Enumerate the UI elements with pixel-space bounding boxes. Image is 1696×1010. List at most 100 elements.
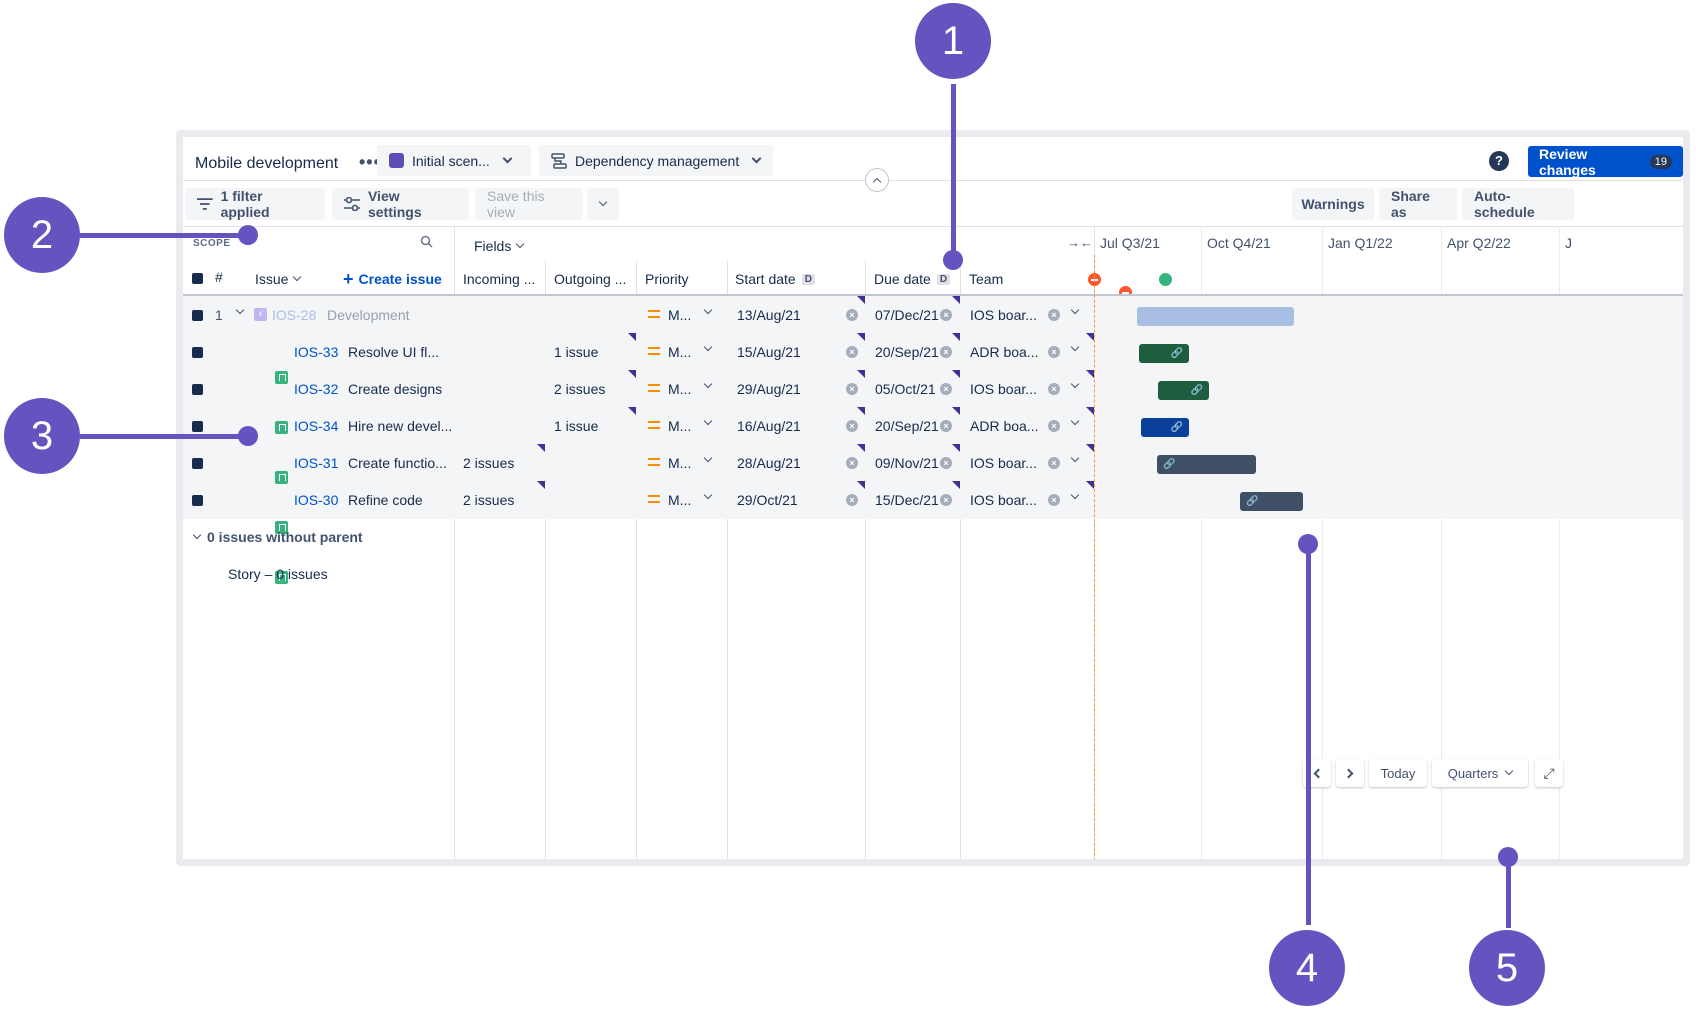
help-icon[interactable]: ? [1489, 151, 1509, 171]
collapse-columns-icon[interactable]: →← [1067, 235, 1093, 250]
priority-value[interactable]: M... [668, 381, 692, 397]
callout-4: 4 [1269, 930, 1345, 1006]
share-button[interactable]: Share as [1379, 188, 1457, 220]
start-date-header[interactable]: Start date D [735, 271, 815, 287]
start-date-value[interactable]: 29/Aug/21 [737, 381, 801, 397]
review-changes-button[interactable]: Review changes 19 [1528, 146, 1683, 178]
change-flag-icon [857, 407, 865, 415]
fields-button[interactable]: Fields [474, 238, 525, 254]
filter-button[interactable]: 1 filter applied [185, 188, 325, 220]
select-all-checkbox[interactable] [192, 273, 203, 284]
team-value[interactable]: IOS boar... [970, 492, 1037, 508]
issue-key-link[interactable]: IOS-34 [294, 418, 339, 434]
view-settings-button[interactable]: View settings [332, 188, 469, 220]
col-divider [636, 261, 637, 859]
release-marker-icon[interactable] [1159, 273, 1172, 286]
incoming-header[interactable]: Incoming ... [463, 271, 536, 287]
priority-value[interactable]: M... [668, 455, 692, 471]
start-date-value[interactable]: 13/Aug/21 [737, 307, 801, 323]
row-checkbox[interactable] [192, 458, 203, 469]
timeline-bar-parent[interactable] [1137, 307, 1294, 326]
row-checkbox[interactable] [192, 421, 203, 432]
next-button[interactable] [1336, 759, 1364, 787]
priority-value[interactable]: M... [668, 418, 692, 434]
outgoing-deps[interactable]: 1 issue [554, 344, 599, 360]
priority-value[interactable]: M... [668, 307, 692, 323]
issue-key-link[interactable]: IOS-30 [294, 492, 339, 508]
clear-icon[interactable]: × [846, 494, 858, 506]
team-value[interactable]: IOS boar... [970, 381, 1037, 397]
clear-icon[interactable]: × [846, 457, 858, 469]
issue-key-link[interactable]: IOS-28 [272, 307, 317, 323]
incoming-deps[interactable]: 2 issues [463, 492, 515, 508]
row-checkbox[interactable] [192, 384, 203, 395]
due-date-value[interactable]: 20/Sep/21 [875, 418, 939, 434]
auto-schedule-button[interactable]: Auto-schedule [1462, 188, 1574, 220]
today-button[interactable]: Today [1369, 759, 1427, 787]
team-value[interactable]: IOS boar... [970, 307, 1037, 323]
no-parent-group[interactable]: 0 issues without parent [192, 529, 363, 545]
priority-value[interactable]: M... [668, 344, 692, 360]
row-checkbox[interactable] [192, 495, 203, 506]
incoming-deps[interactable]: 2 issues [463, 455, 515, 471]
clear-icon[interactable]: × [1048, 309, 1060, 321]
due-date-value[interactable]: 09/Nov/21 [875, 455, 939, 471]
team-value[interactable]: IOS boar... [970, 455, 1037, 471]
due-date-value[interactable]: 15/Dec/21 [875, 492, 939, 508]
due-date-header[interactable]: Due date D [874, 271, 951, 287]
clear-icon[interactable]: × [1048, 383, 1060, 395]
start-date-value[interactable]: 28/Aug/21 [737, 455, 801, 471]
priority-value[interactable]: M... [668, 492, 692, 508]
scenario-select[interactable]: Initial scen... [377, 145, 531, 176]
clear-icon[interactable]: × [940, 383, 952, 395]
clear-icon[interactable]: × [940, 457, 952, 469]
zoom-select[interactable]: Quarters [1432, 759, 1528, 787]
clear-icon[interactable]: × [846, 346, 858, 358]
view-mode-select[interactable]: Dependency management [539, 145, 773, 176]
outgoing-deps[interactable]: 2 issues [554, 381, 606, 397]
clear-icon[interactable]: × [846, 383, 858, 395]
timeline-bar[interactable]: 🔗 [1240, 492, 1303, 511]
header-divider [183, 180, 1683, 181]
team-header[interactable]: Team [969, 271, 1004, 287]
collapse-header-button[interactable] [865, 168, 889, 192]
row-checkbox[interactable] [192, 347, 203, 358]
clear-icon[interactable]: × [846, 420, 858, 432]
clear-icon[interactable]: × [1048, 457, 1060, 469]
issue-key-link[interactable]: IOS-32 [294, 381, 339, 397]
fullscreen-icon[interactable]: ⤢ [1535, 759, 1563, 787]
clear-icon[interactable]: × [940, 494, 952, 506]
team-value[interactable]: ADR boa... [970, 418, 1039, 434]
start-date-value[interactable]: 29/Oct/21 [737, 492, 798, 508]
search-icon[interactable] [420, 235, 433, 248]
clear-icon[interactable]: × [846, 309, 858, 321]
issue-key-link[interactable]: IOS-33 [294, 344, 339, 360]
outgoing-deps[interactable]: 1 issue [554, 418, 599, 434]
save-view-button[interactable]: Save this view [475, 188, 583, 220]
timeline-bar[interactable]: 🔗 [1139, 344, 1189, 363]
issue-header[interactable]: Issue [255, 271, 302, 287]
issue-key-link[interactable]: IOS-31 [294, 455, 339, 471]
row-checkbox[interactable] [192, 310, 203, 321]
warnings-button[interactable]: Warnings [1292, 188, 1374, 220]
due-date-value[interactable]: 05/Oct/21 [875, 381, 936, 397]
due-date-value[interactable]: 20/Sep/21 [875, 344, 939, 360]
timeline-bar[interactable]: 🔗 [1158, 381, 1209, 400]
clear-icon[interactable]: × [1048, 420, 1060, 432]
priority-header[interactable]: Priority [645, 271, 689, 287]
timeline-bar[interactable]: 🔗 [1157, 455, 1256, 474]
start-date-value[interactable]: 15/Aug/21 [737, 344, 801, 360]
timeline-bar[interactable]: 🔗 [1141, 418, 1189, 437]
create-issue-button[interactable]: + Create issue [343, 270, 442, 288]
more-icon[interactable]: ••• [359, 152, 381, 172]
clear-icon[interactable]: × [940, 309, 952, 321]
start-date-value[interactable]: 16/Aug/21 [737, 418, 801, 434]
due-date-value[interactable]: 07/Dec/21 [875, 307, 939, 323]
clear-icon[interactable]: × [940, 346, 952, 358]
clear-icon[interactable]: × [940, 420, 952, 432]
clear-icon[interactable]: × [1048, 346, 1060, 358]
save-view-menu-button[interactable] [587, 188, 619, 220]
outgoing-header[interactable]: Outgoing ... [554, 271, 627, 287]
team-value[interactable]: ADR boa... [970, 344, 1039, 360]
clear-icon[interactable]: × [1048, 494, 1060, 506]
